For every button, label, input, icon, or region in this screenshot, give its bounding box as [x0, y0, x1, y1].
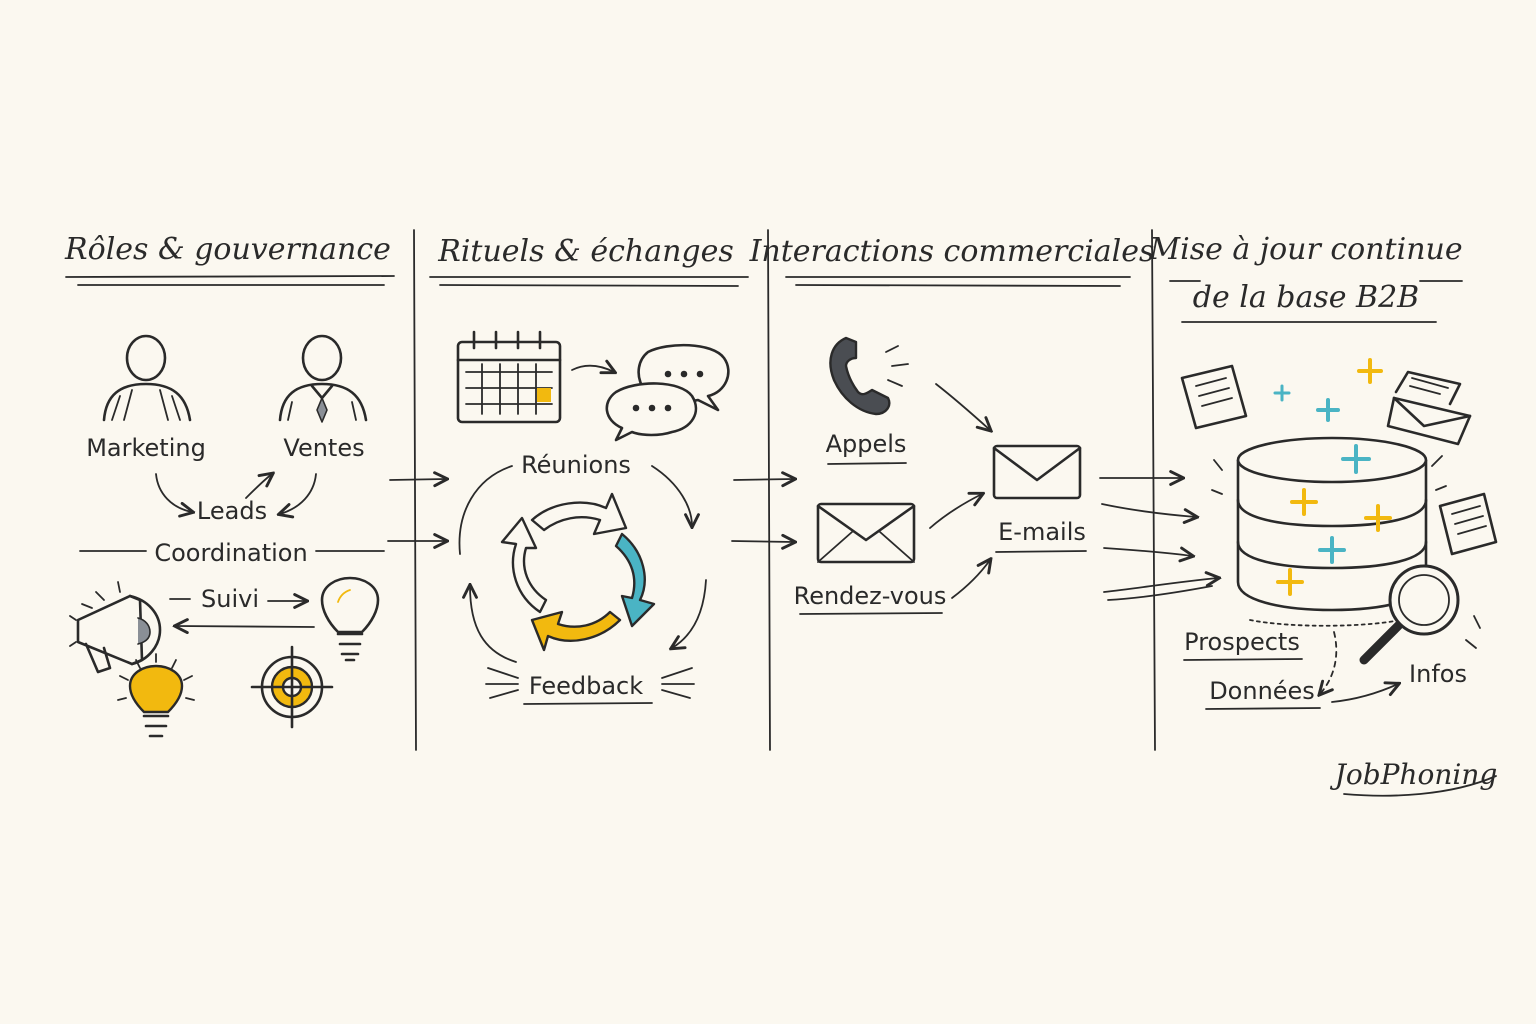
column-rituels-echanges: Rituels & échanges Réunions [429, 234, 749, 705]
column-title-mise-a-jour-line2: de la base B2B [1193, 280, 1419, 315]
label-feedback: Feedback [529, 672, 643, 700]
appels-underline [827, 462, 907, 465]
label-rendez-vous: Rendez-vous [794, 582, 947, 610]
arrow-donnees-infos [1331, 684, 1398, 703]
label-leads: Leads [197, 497, 267, 525]
feedback-strokes [485, 667, 695, 705]
magnifier-icon [1359, 564, 1481, 665]
prospects-underline [1183, 658, 1303, 661]
arrow-marketing-leads [155, 473, 192, 512]
document-icon [1180, 364, 1248, 430]
flow-arrows-1-2 [387, 479, 446, 541]
label-ventes: Ventes [283, 434, 364, 462]
lightbulb-icon [320, 576, 380, 662]
column-dividers [413, 229, 1156, 751]
label-donnees: Données [1209, 677, 1315, 705]
target-icon [250, 645, 334, 729]
label-prospects: Prospects [1184, 628, 1300, 656]
column-title-interactions: Interactions commerciales [749, 234, 1155, 269]
brand-text: JobPhoning [1330, 758, 1498, 791]
cycle-arrows-icon [500, 492, 656, 652]
column-title-mise-a-jour-line1: Mise à jour continue [1148, 232, 1462, 267]
envelope-icon [992, 444, 1082, 500]
column-title-roles: Rôles & gouvernance [64, 232, 391, 267]
label-appels: Appels [826, 430, 907, 458]
label-infos: Infos [1409, 660, 1467, 688]
arrow-ventes-leads [280, 473, 317, 514]
label-coordination: Coordination [154, 539, 307, 567]
arrow-prospects-donnees [1320, 631, 1338, 694]
chat-bubbles-icon [605, 343, 730, 442]
title-underline [785, 276, 1131, 287]
envelope-icon [816, 502, 916, 564]
lightbulb-yellow-icon [117, 653, 195, 738]
brand-logo: JobPhoning [1330, 758, 1498, 797]
arrow-return [176, 626, 315, 627]
label-marketing: Marketing [86, 434, 206, 462]
cycle-arcs [458, 465, 707, 663]
emails-underline [995, 550, 1087, 553]
title-underline [429, 276, 749, 287]
rendez-vous-underline [799, 612, 943, 615]
flow-arrows-2-3 [731, 479, 794, 542]
flow-arrows-3-4 [1099, 478, 1218, 601]
label-reunions: Réunions [521, 451, 631, 479]
donnees-underline [1205, 707, 1321, 710]
label-emails: E-mails [998, 518, 1086, 546]
label-suivi: Suivi [201, 585, 259, 613]
database-icon [1211, 436, 1447, 627]
column-roles-gouvernance: Rôles & gouvernance Marketing Ventes Lea… [64, 232, 395, 738]
arrow-leads-ventes [245, 474, 272, 499]
calendar-icon [456, 330, 562, 424]
arrow-calendar-chat [571, 366, 614, 372]
megaphone-icon [69, 581, 162, 674]
document-icon [1438, 492, 1498, 556]
businessman-icon [278, 334, 368, 423]
title-underline [65, 275, 395, 286]
person-icon [102, 334, 192, 422]
column-title-rituels: Rituels & échanges [437, 234, 734, 269]
flow-arrows-interactions [929, 383, 990, 599]
envelope-open-icon [1386, 370, 1472, 446]
plus-marks [1273, 358, 1392, 596]
phone-icon [829, 336, 909, 416]
column-mise-a-jour: Mise à jour continue de la base B2B [1148, 232, 1498, 710]
column-interactions-commerciales: Interactions commerciales Appels Rendez-… [749, 234, 1155, 615]
